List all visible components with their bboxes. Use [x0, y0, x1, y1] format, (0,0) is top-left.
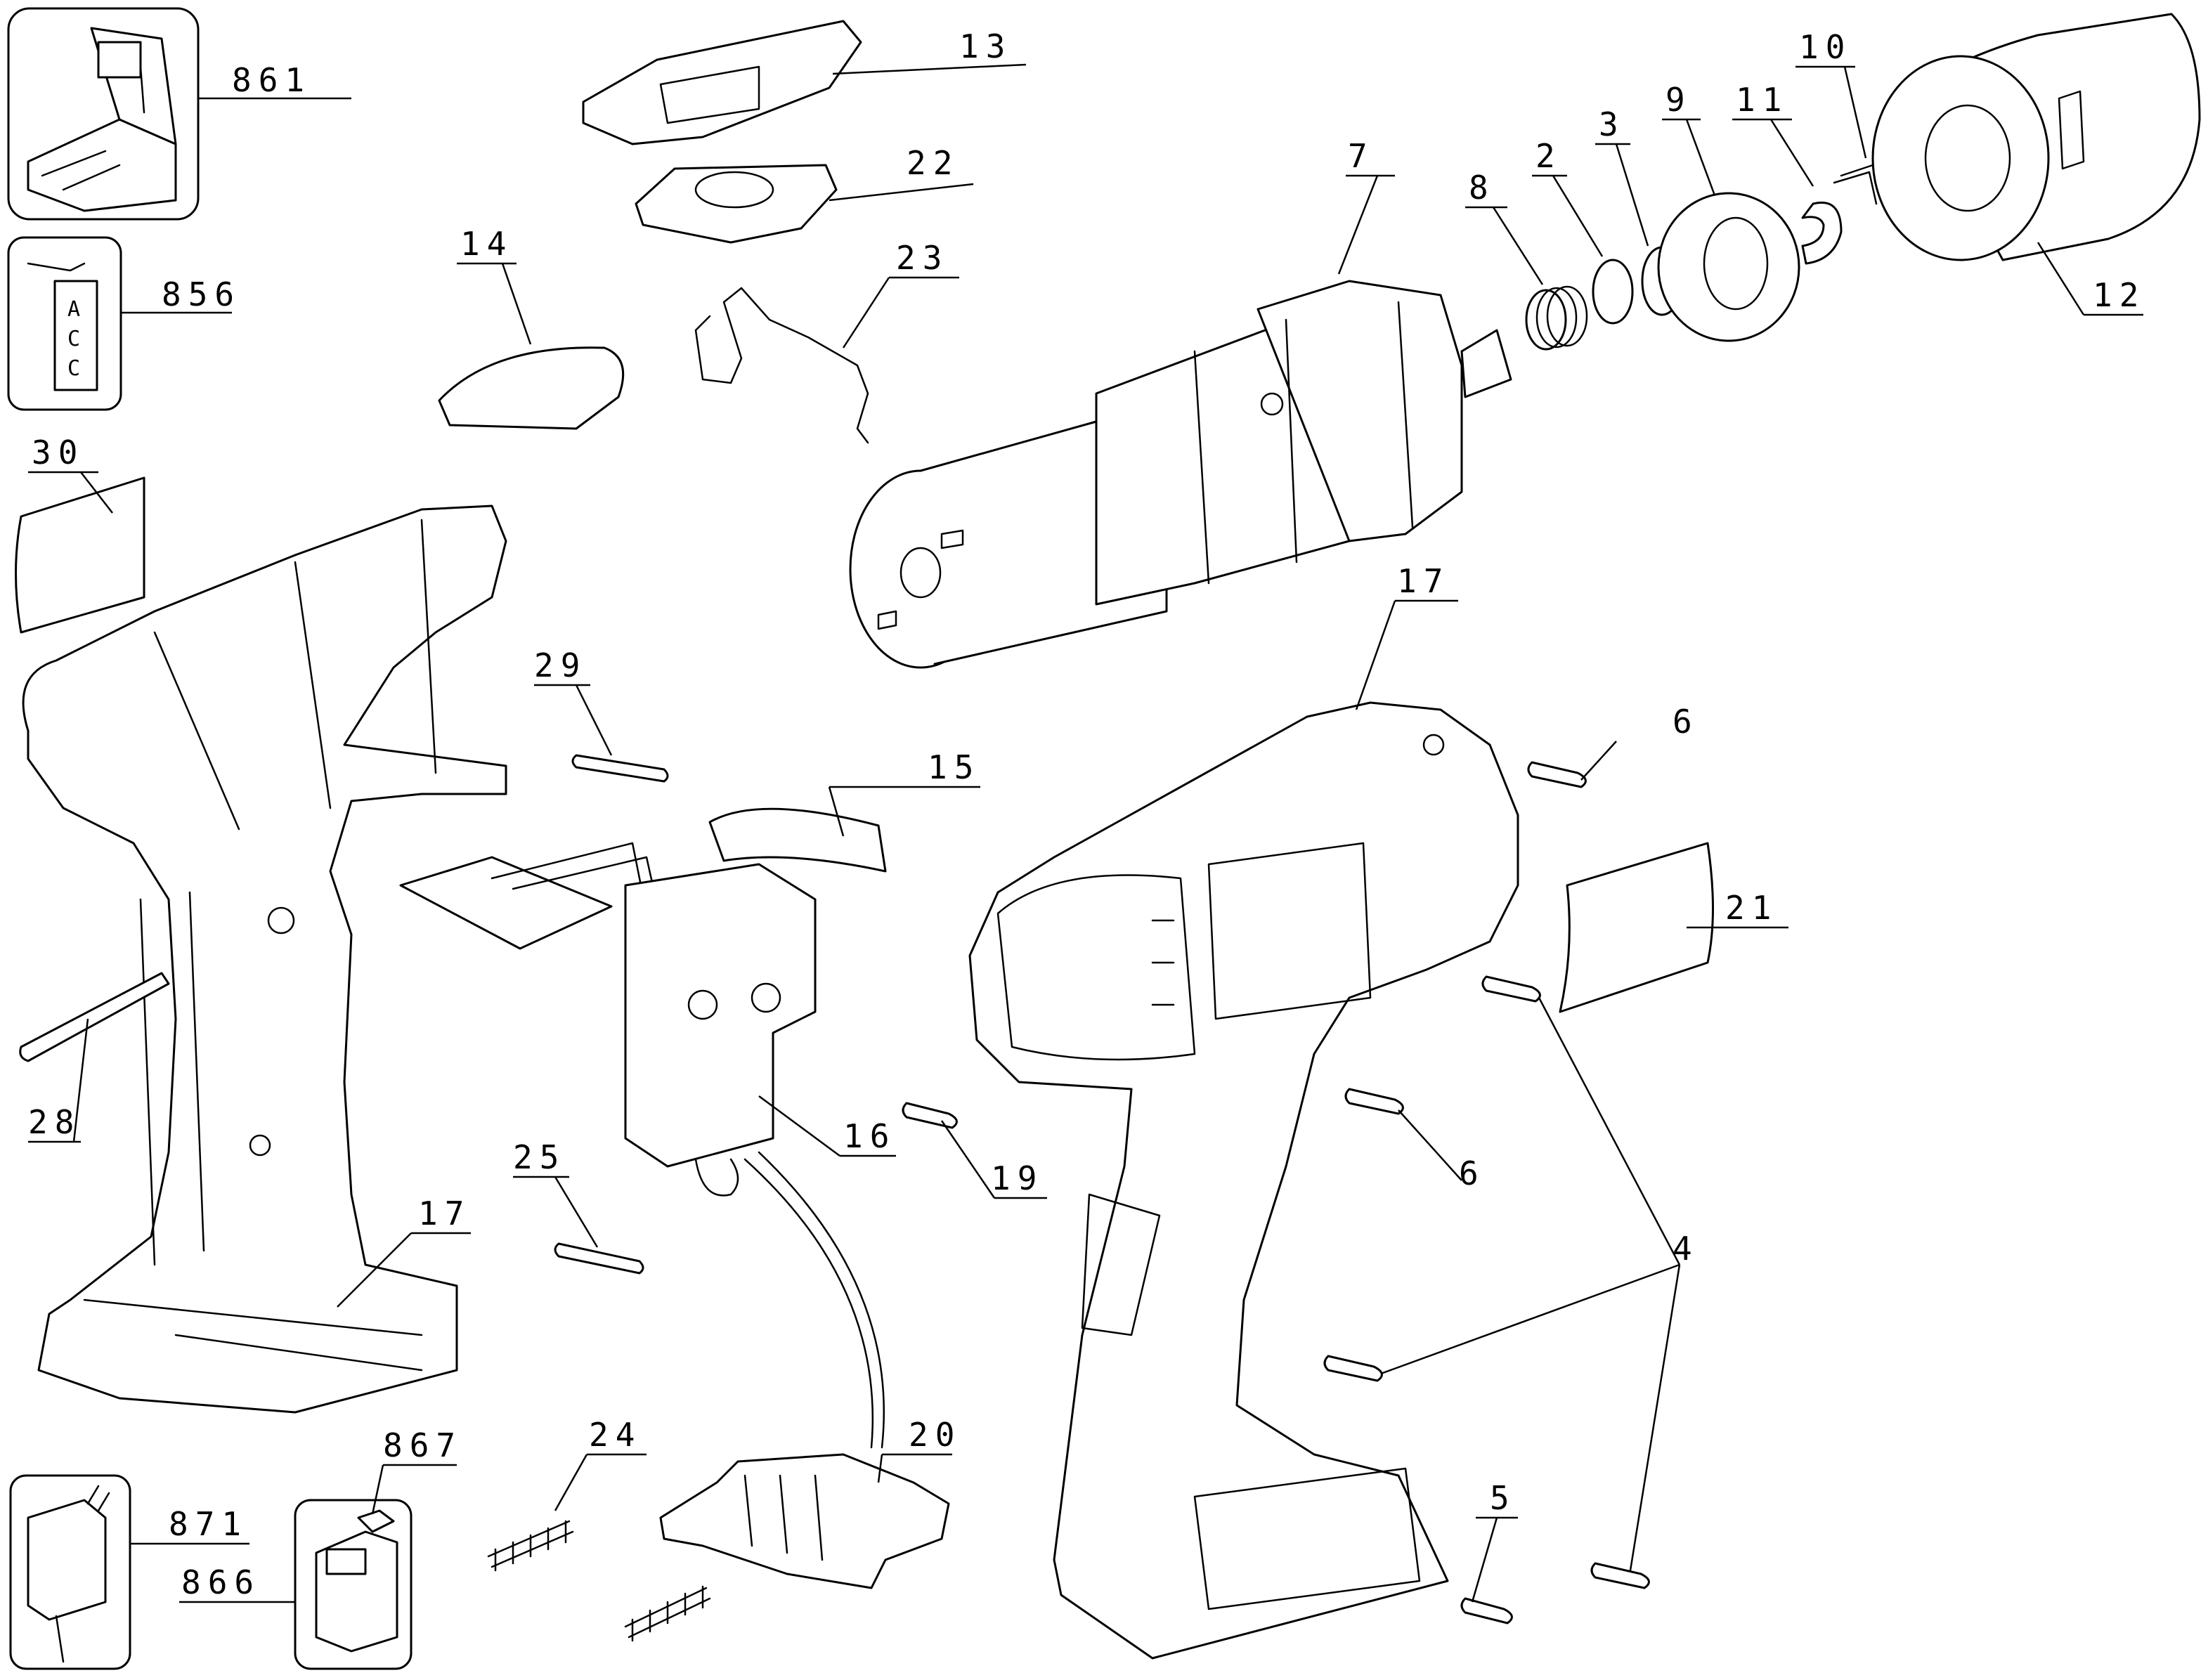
- callout-17-top: 17: [1397, 562, 1450, 600]
- callout-20: 20: [909, 1416, 961, 1454]
- part-14-cap: [438, 346, 625, 430]
- part-24-springs: [487, 1520, 711, 1642]
- callout-23: 23: [896, 239, 949, 277]
- callout-25: 25: [513, 1138, 566, 1176]
- callout-7: 7: [1348, 137, 1375, 175]
- part-30-label: [15, 476, 145, 634]
- acc-letter-2: C: [67, 327, 80, 351]
- part-4-screws: [1323, 975, 1650, 1589]
- part-9-collar: [1657, 192, 1800, 342]
- part-12-collar: [1871, 13, 2201, 261]
- part-5-screw: [1460, 1597, 1513, 1624]
- part-6-screw-top: [1527, 761, 1587, 788]
- part-15-switch-trigger: [399, 807, 887, 950]
- callout-12: 12: [2093, 276, 2145, 314]
- callout-28: 28: [28, 1103, 81, 1141]
- callout-856: 856: [162, 275, 241, 313]
- part-871-charger: [9, 1474, 131, 1670]
- callout-24: 24: [589, 1416, 642, 1454]
- callout-861: 861: [232, 61, 311, 99]
- acc-letter-1: A: [67, 297, 80, 322]
- callout-21: 21: [1725, 889, 1778, 927]
- part-11-clip-ring: [1801, 202, 1843, 265]
- part-8-spring: [1525, 285, 1588, 351]
- acc-letter-3: C: [67, 356, 80, 381]
- callout-19: 19: [991, 1159, 1044, 1197]
- part-29-pin: [571, 754, 669, 783]
- callout-13: 13: [959, 27, 1012, 65]
- part-866-battery: [294, 1499, 413, 1670]
- callout-2: 2: [1535, 137, 1562, 175]
- callout-17-bottom: 17: [418, 1194, 471, 1232]
- switch-wires: [743, 1151, 885, 1449]
- callout-4: 4: [1673, 1230, 1699, 1268]
- part-6-screw-mid: [1344, 1088, 1404, 1115]
- part-17-left-housing: [22, 504, 507, 1414]
- part-2-ring: [1592, 259, 1634, 325]
- part-17-right-housing: [968, 701, 1519, 1660]
- part-28-bit: [19, 972, 170, 1062]
- callout-10: 10: [1799, 28, 1852, 66]
- part-20-terminal: [659, 1453, 950, 1589]
- part-7-motor-gearbox: [849, 280, 1512, 669]
- part-861-kit-box: [7, 7, 200, 221]
- callout-14: 14: [460, 225, 513, 263]
- callout-9: 9: [1665, 81, 1692, 119]
- part-23-wire-spring: [694, 287, 869, 444]
- callout-871: 871: [169, 1505, 248, 1543]
- part-19-screw: [902, 1102, 958, 1129]
- callout-6-mid: 6: [1459, 1154, 1486, 1192]
- part-856-acc-label: A C C: [7, 236, 122, 411]
- callout-8: 8: [1469, 169, 1495, 207]
- callout-3: 3: [1599, 105, 1625, 143]
- callout-29: 29: [534, 646, 587, 684]
- callout-16: 16: [843, 1117, 896, 1155]
- part-25-pin: [554, 1242, 644, 1275]
- part-22-plate: [635, 164, 838, 244]
- callout-22: 22: [907, 144, 959, 182]
- callout-30: 30: [32, 434, 84, 471]
- callout-5: 5: [1490, 1479, 1517, 1517]
- part-13-top-cover: [582, 20, 862, 145]
- callout-15: 15: [928, 748, 980, 786]
- part-21-label: [1559, 842, 1714, 1013]
- part-16-switch: [624, 863, 817, 1197]
- callout-867: 867: [383, 1426, 462, 1464]
- callout-866: 866: [181, 1563, 261, 1601]
- callout-11: 11: [1736, 81, 1788, 119]
- callout-6-top: 6: [1673, 703, 1699, 741]
